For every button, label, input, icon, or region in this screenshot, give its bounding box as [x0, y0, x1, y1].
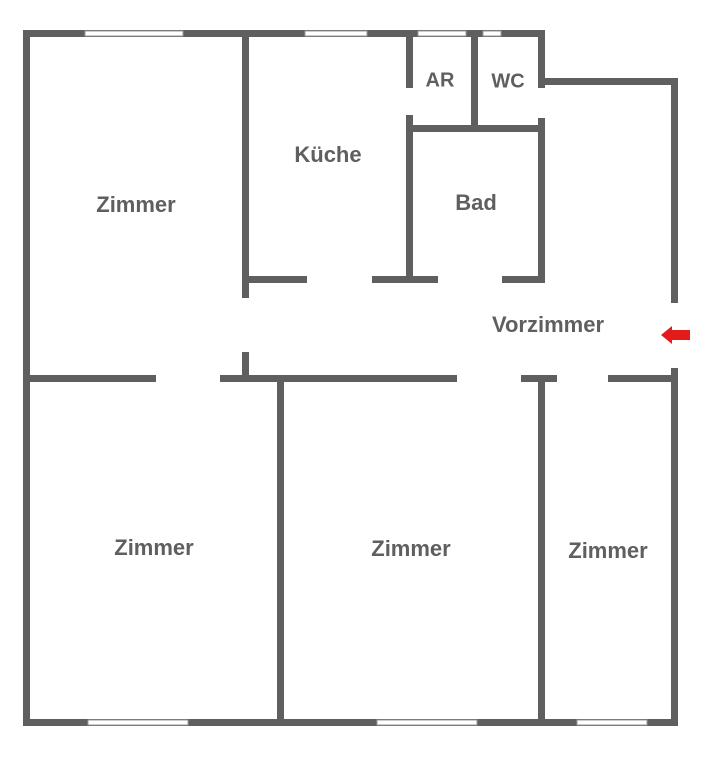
window-top-kueche [304, 30, 368, 37]
room-label-ar: AR [426, 69, 455, 91]
wall-zimmer-kueche [242, 30, 249, 298]
window-top-zimmer [84, 30, 184, 37]
wall-bad-bottom [502, 276, 545, 283]
wall-entry-top [538, 78, 678, 85]
wall-wc-right [538, 30, 545, 88]
room-label-kueche: Küche [294, 142, 361, 167]
windows [84, 30, 648, 726]
wall-ar-bad-left [406, 115, 413, 283]
wall-kueche-bottom-b [372, 276, 438, 283]
room-label-wc: WC [491, 70, 524, 92]
wall-ar-left-top [406, 30, 413, 88]
entrance-arrow-shape [661, 326, 690, 344]
room-label-zimmer-bottom-right: Zimmer [568, 538, 648, 563]
wall-lower-partition-1 [277, 375, 284, 726]
room-labels: Zimmer Küche AR WC Bad Vorzimmer Zimmer … [96, 69, 648, 563]
window-bottom-zimmer-middle [376, 719, 478, 726]
room-label-bad: Bad [455, 190, 497, 215]
window-top-ar [417, 30, 467, 37]
wall-hall-bottom-a [23, 375, 156, 382]
wall-lower-partition-2 [538, 375, 545, 726]
room-label-zimmer-top-left: Zimmer [96, 192, 176, 217]
window-bottom-zimmer-left [87, 719, 189, 726]
wall-zimmer-stub [242, 352, 249, 382]
room-label-zimmer-bottom-left: Zimmer [114, 535, 194, 560]
entrance-arrow-icon [661, 326, 690, 344]
wall-bottom [23, 719, 678, 726]
wall-hall-bottom-b [220, 375, 457, 382]
window-top-wc [482, 30, 502, 37]
room-label-vorzimmer: Vorzimmer [492, 312, 605, 337]
wall-ar-wc [471, 30, 478, 132]
wall-hall-bottom-d [608, 375, 678, 382]
wall-right-upper [671, 78, 678, 303]
wall-kueche-bottom-a [242, 276, 307, 283]
wall-top [23, 30, 545, 37]
wall-bad-right [538, 118, 545, 283]
room-label-zimmer-bottom-middle: Zimmer [371, 536, 451, 561]
window-bottom-zimmer-right [576, 719, 648, 726]
walls [23, 30, 678, 726]
wall-right-lower [671, 368, 678, 726]
